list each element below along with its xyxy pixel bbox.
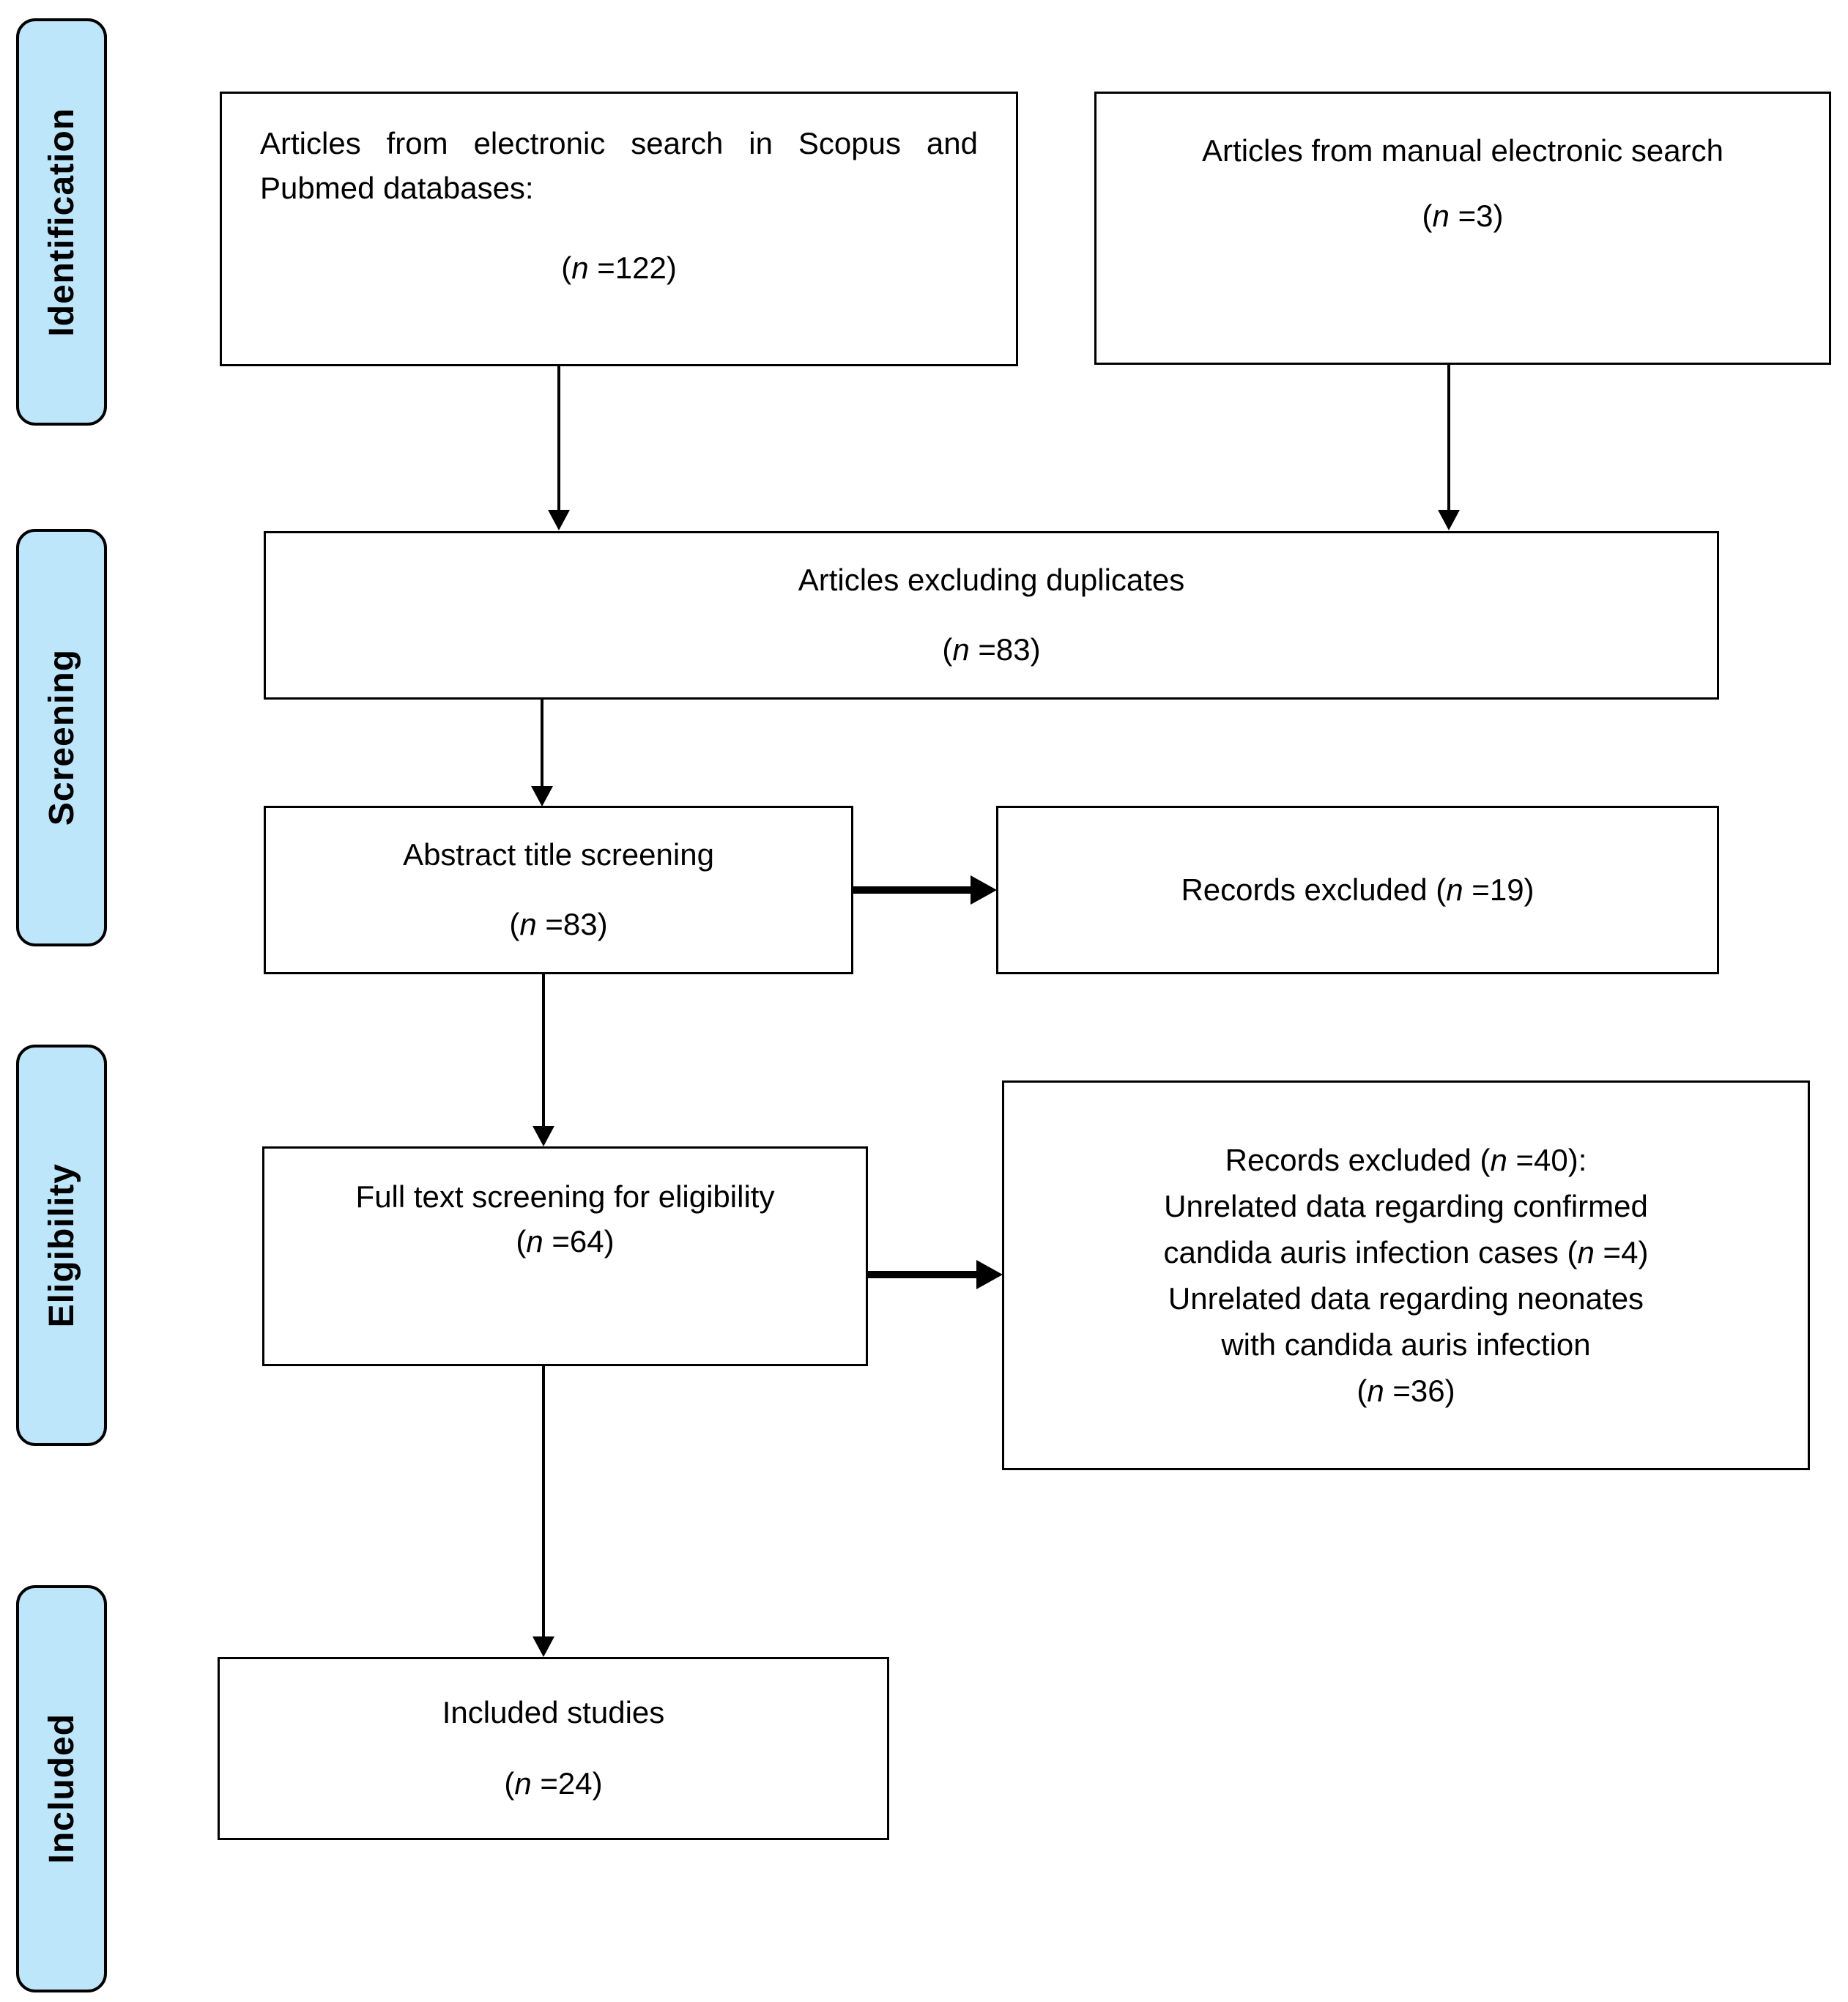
arrow-abstract-to-fulltext	[542, 974, 545, 1126]
box-electronic-search: Articles from electronic search in Scopu…	[220, 92, 1018, 366]
stage-label-identification: Identification	[16, 18, 107, 426]
stage-label-identification-text: Identification	[42, 107, 81, 337]
arrow-manual-to-duplicates-head	[1438, 510, 1460, 530]
arrow-fulltext-to-excluded	[868, 1271, 976, 1278]
box-manual-search: Articles from manual electronic search (…	[1094, 92, 1831, 365]
arrow-duplicates-to-abstract	[541, 700, 543, 786]
arrow-fulltext-to-included-head	[532, 1636, 554, 1657]
stage-label-screening-text: Screening	[42, 649, 81, 826]
box-manual-search-title: Articles from manual electronic search	[1202, 133, 1723, 168]
arrow-abstract-to-excluded-head	[971, 875, 997, 905]
arrow-abstract-to-excluded	[853, 886, 971, 894]
box-manual-search-count: (n =3)	[1422, 198, 1504, 233]
box-included-studies-title: Included studies	[442, 1695, 665, 1730]
stage-label-screening: Screening	[16, 529, 107, 946]
box-full-text-screening: Full text screening for eligibility (n =…	[262, 1146, 868, 1366]
arrow-fulltext-to-included	[542, 1366, 545, 1636]
box-abstract-title-screening-count: (n =83)	[509, 907, 608, 941]
box-records-excluded-screening-text: Records excluded (n =19)	[1181, 872, 1535, 907]
box-records-excluded-eligibility-line2: Unrelated data regarding confirmed	[1164, 1189, 1648, 1223]
arrow-abstract-to-fulltext-head	[532, 1126, 554, 1146]
box-abstract-title-screening: Abstract title screening (n =83)	[264, 806, 853, 974]
box-records-excluded-eligibility-line1: Records excluded (n =40):	[1225, 1143, 1587, 1177]
stage-label-eligibility: Eligibility	[16, 1045, 107, 1446]
arrow-manual-to-duplicates	[1447, 365, 1450, 510]
stage-label-eligibility-text: Eligibility	[42, 1163, 81, 1328]
box-records-excluded-eligibility-line5: with candida auris infection	[1221, 1327, 1591, 1362]
arrow-fulltext-to-excluded-head	[976, 1260, 1003, 1289]
box-excluding-duplicates: Articles excluding duplicates (n =83)	[264, 531, 1719, 700]
arrow-duplicates-to-abstract-head	[531, 786, 553, 807]
box-full-text-screening-title: Full text screening for eligibility	[355, 1179, 775, 1214]
stage-label-included: Included	[16, 1585, 107, 1992]
arrow-electronic-to-duplicates-head	[548, 510, 570, 530]
box-excluding-duplicates-count: (n =83)	[942, 632, 1041, 667]
box-included-studies: Included studies (n =24)	[218, 1657, 889, 1840]
stage-label-included-text: Included	[42, 1713, 81, 1864]
box-electronic-search-title-line1: Articles from electronic search in Scopu…	[260, 126, 978, 160]
box-electronic-search-count: (n =122)	[561, 250, 677, 285]
box-abstract-title-screening-title: Abstract title screening	[403, 837, 714, 872]
box-records-excluded-eligibility: Records excluded (n =40): Unrelated data…	[1002, 1080, 1810, 1470]
box-records-excluded-eligibility-line3: candida auris infection cases (n =4)	[1163, 1235, 1649, 1269]
box-electronic-search-title-line2: Pubmed databases:	[260, 170, 534, 205]
arrow-electronic-to-duplicates	[557, 366, 560, 510]
box-excluding-duplicates-title: Articles excluding duplicates	[798, 563, 1185, 598]
box-records-excluded-screening: Records excluded (n =19)	[996, 806, 1719, 974]
box-records-excluded-eligibility-line6: (n =36)	[1357, 1373, 1455, 1408]
box-full-text-screening-count: (n =64)	[516, 1223, 615, 1258]
box-included-studies-count: (n =24)	[504, 1766, 603, 1801]
box-records-excluded-eligibility-line4: Unrelated data regarding neonates	[1168, 1281, 1644, 1316]
